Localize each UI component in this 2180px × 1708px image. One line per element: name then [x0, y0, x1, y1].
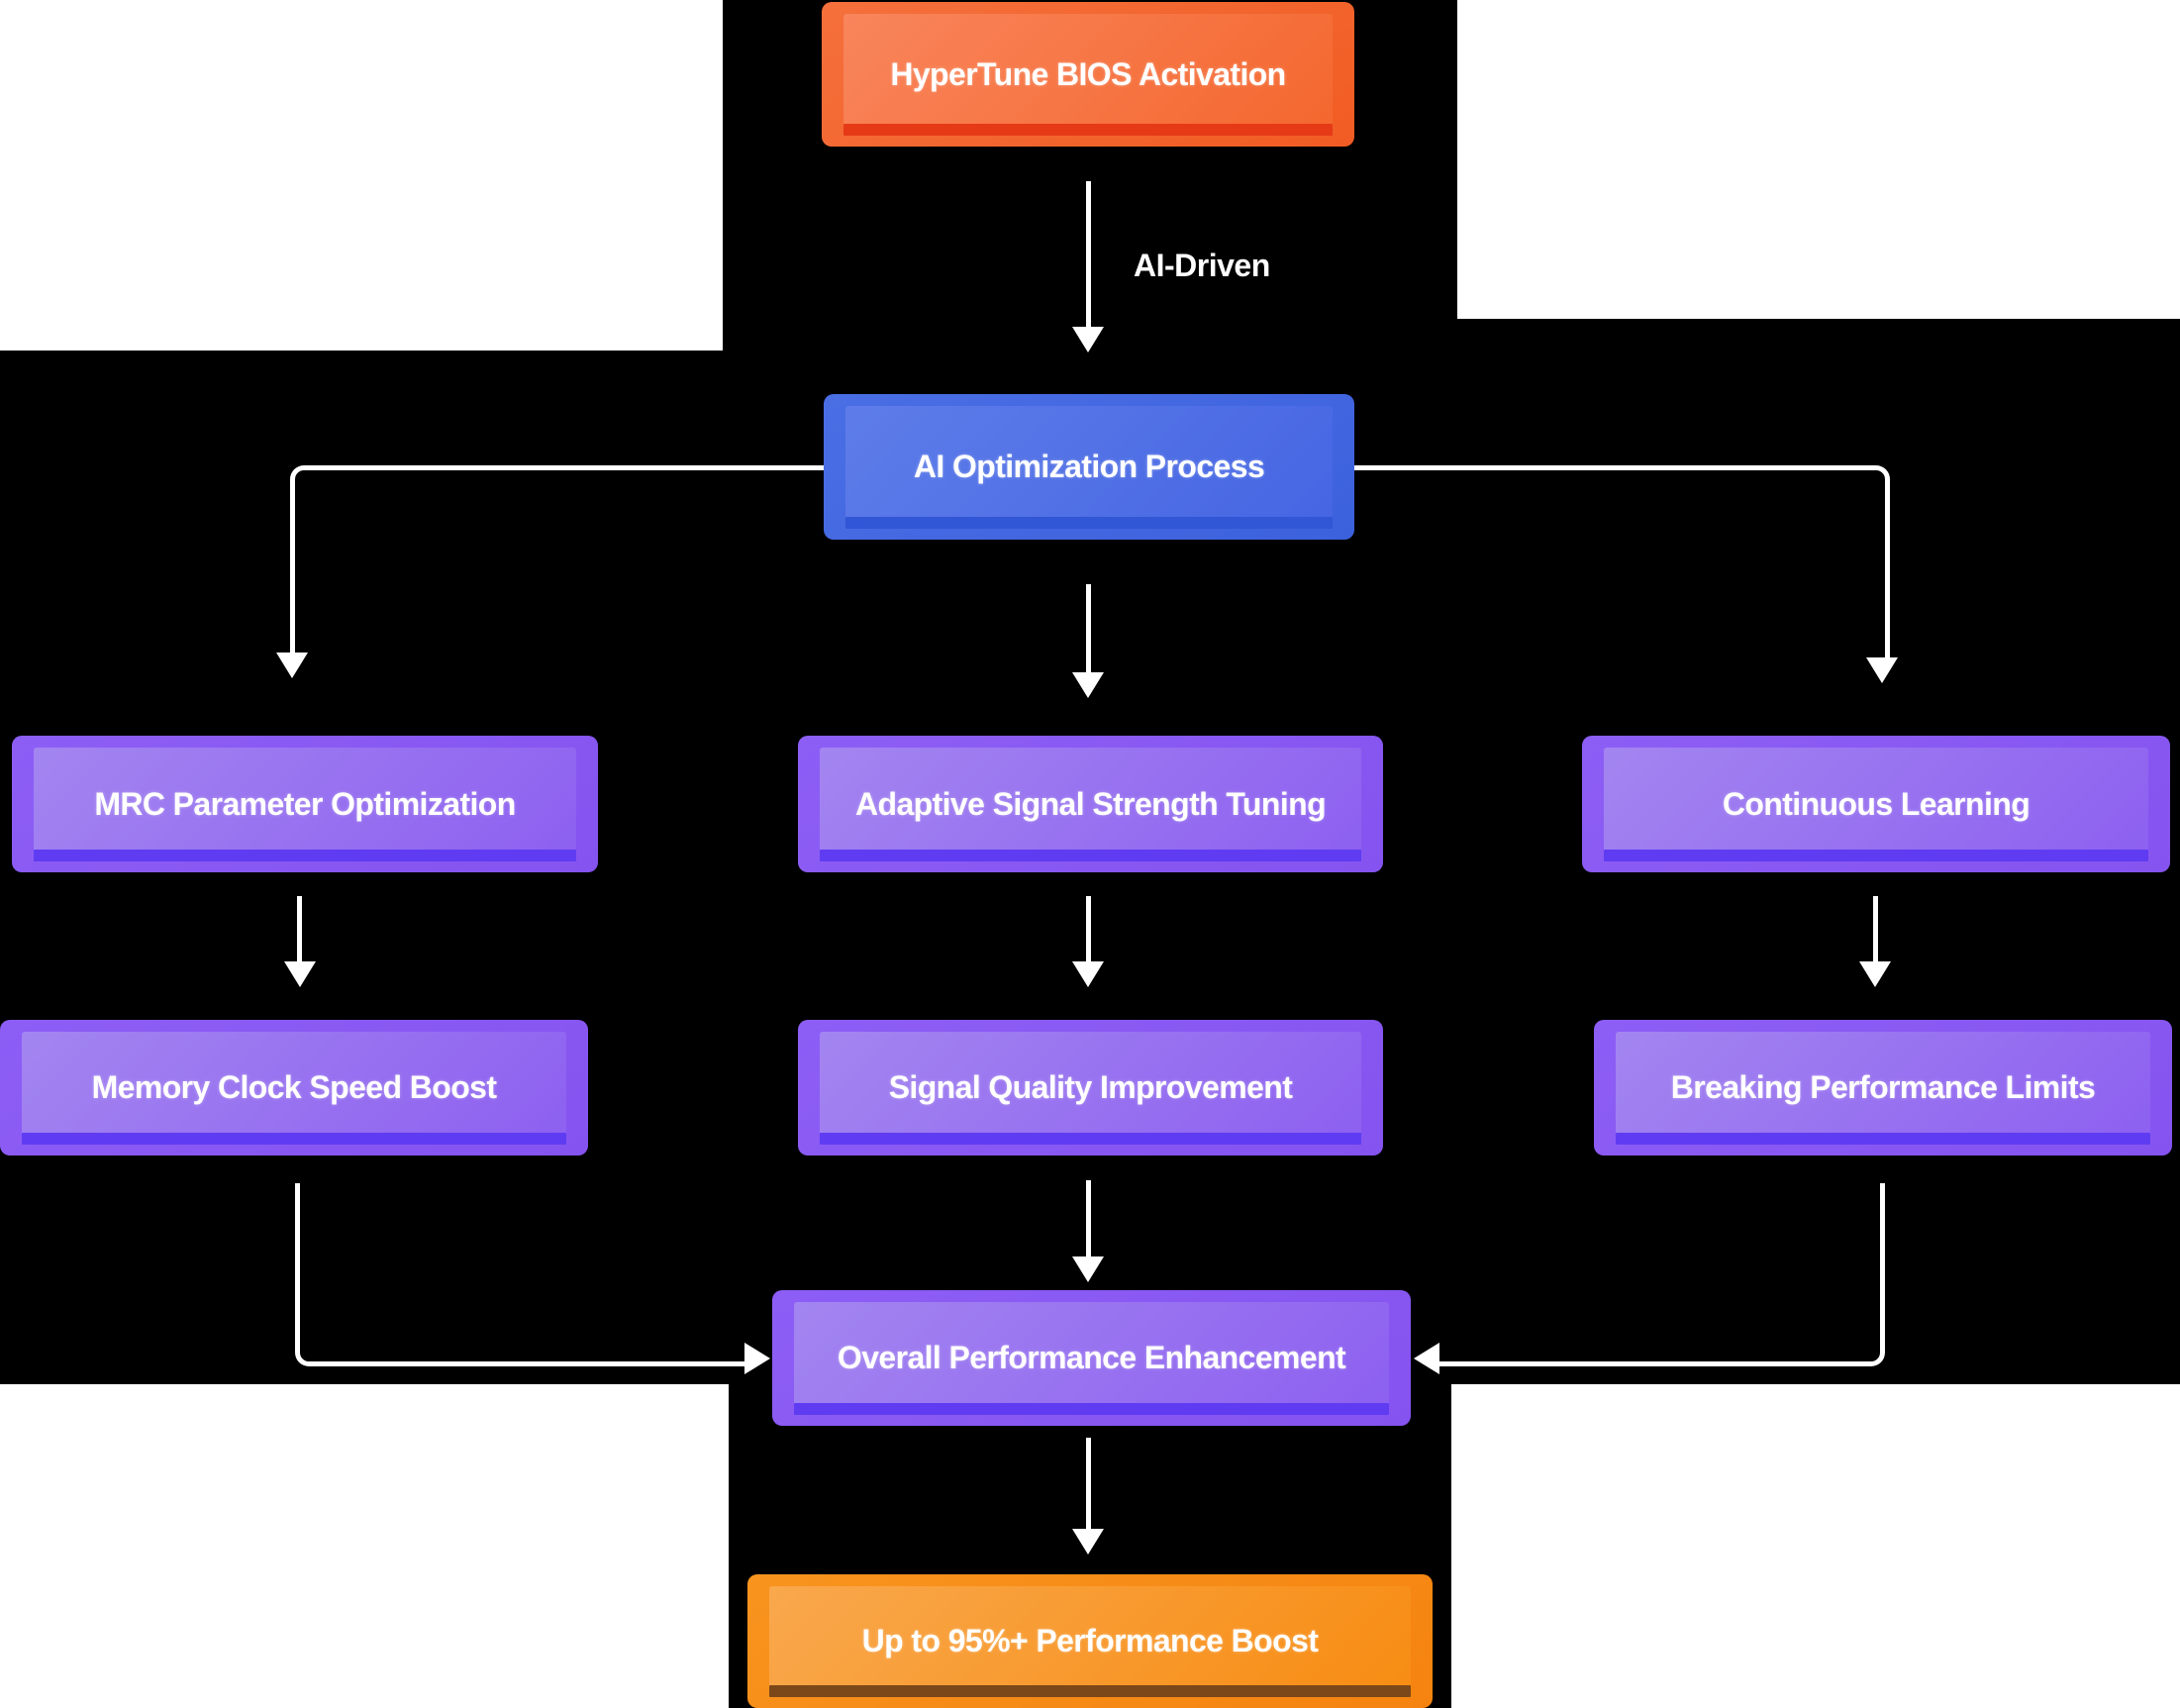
node-accent-strip	[1604, 850, 2148, 861]
node-accent-strip	[769, 1685, 1411, 1697]
node-label: Overall Performance Enhancement	[837, 1340, 1346, 1375]
arrowhead-ai-to-adaptive	[1072, 672, 1104, 698]
node-mrc-parameter-optimization: MRC Parameter Optimization	[12, 736, 598, 872]
node-label: Adaptive Signal Strength Tuning	[854, 785, 1327, 822]
arrow-line-quality-to-overall	[1086, 1180, 1091, 1257]
node-panel	[794, 1302, 1389, 1415]
node-label: Signal Quality Improvement	[888, 1069, 1293, 1105]
node-overall-performance-enhancement: Overall Performance Enhancement	[772, 1290, 1411, 1426]
node-accent-strip	[820, 1133, 1361, 1145]
node-accent-strip	[34, 850, 576, 861]
arrowhead-memory-to-overall	[744, 1343, 770, 1374]
node-ai-optimization-process: AI Optimization Process	[824, 394, 1354, 540]
node-hypertune-bios-activation: HyperTune BIOS Activation	[822, 2, 1354, 147]
arrow-line-ai-to-mrc	[290, 465, 829, 657]
node-panel	[34, 748, 576, 861]
node-label: MRC Parameter Optimization	[94, 785, 516, 822]
edge-label-ai-driven: AI-Driven	[1134, 248, 1270, 283]
node-panel	[845, 406, 1333, 529]
node-panel	[820, 748, 1361, 861]
node-continuous-learning: Continuous Learning	[1582, 736, 2170, 872]
node-memory-clock-speed-boost: Memory Clock Speed Boost	[0, 1020, 588, 1155]
arrowhead-mrc-to-memory	[284, 961, 316, 987]
arrow-line-mrc-to-memory	[297, 896, 302, 962]
arrow-line-overall-to-boost	[1086, 1438, 1091, 1530]
arrow-line-limits-to-overall	[1439, 1183, 1885, 1366]
diagram-background-notch	[1457, 319, 2180, 351]
node-panel	[769, 1586, 1411, 1697]
arrow-line-bios-to-ai	[1086, 181, 1091, 328]
arrow-line-memory-to-overall	[295, 1183, 749, 1366]
arrowhead-quality-to-overall	[1072, 1256, 1104, 1282]
node-signal-quality-improvement: Signal Quality Improvement	[798, 1020, 1383, 1155]
arrowhead-learning-to-limits	[1859, 961, 1891, 987]
node-performance-boost: Up to 95%+ Performance Boost	[747, 1574, 1433, 1708]
node-adaptive-signal-strength-tuning: Adaptive Signal Strength Tuning	[798, 736, 1383, 872]
node-breaking-performance-limits: Breaking Performance Limits	[1594, 1020, 2172, 1155]
arrowhead-adaptive-to-quality	[1072, 961, 1104, 987]
arrowhead-ai-to-mrc	[276, 653, 308, 678]
arrow-line-ai-to-learning	[1354, 465, 1890, 662]
node-panel	[1604, 748, 2148, 861]
arrowhead-overall-to-boost	[1072, 1529, 1104, 1555]
arrowhead-ai-to-learning	[1866, 657, 1898, 683]
arrowhead-limits-to-overall	[1414, 1343, 1439, 1374]
node-accent-strip	[845, 517, 1333, 529]
node-label: Up to 95%+ Performance Boost	[861, 1623, 1319, 1658]
node-accent-strip	[1616, 1133, 2150, 1145]
node-accent-strip	[794, 1403, 1389, 1415]
node-panel	[820, 1032, 1361, 1145]
node-label: Breaking Performance Limits	[1670, 1069, 2096, 1105]
node-label: Continuous Learning	[1722, 785, 2031, 822]
arrow-line-adaptive-to-quality	[1086, 896, 1091, 962]
arrow-line-ai-to-adaptive	[1086, 584, 1091, 673]
node-accent-strip	[22, 1133, 566, 1145]
node-label: Memory Clock Speed Boost	[91, 1069, 497, 1105]
node-panel	[22, 1032, 566, 1145]
node-accent-strip	[843, 124, 1333, 136]
arrow-line-learning-to-limits	[1873, 896, 1878, 962]
node-panel	[843, 14, 1333, 136]
node-accent-strip	[820, 850, 1361, 861]
node-label: AI Optimization Process	[913, 449, 1265, 484]
node-panel	[1616, 1032, 2150, 1145]
arrowhead-bios-to-ai	[1072, 327, 1104, 352]
node-label: HyperTune BIOS Activation	[890, 55, 1286, 92]
